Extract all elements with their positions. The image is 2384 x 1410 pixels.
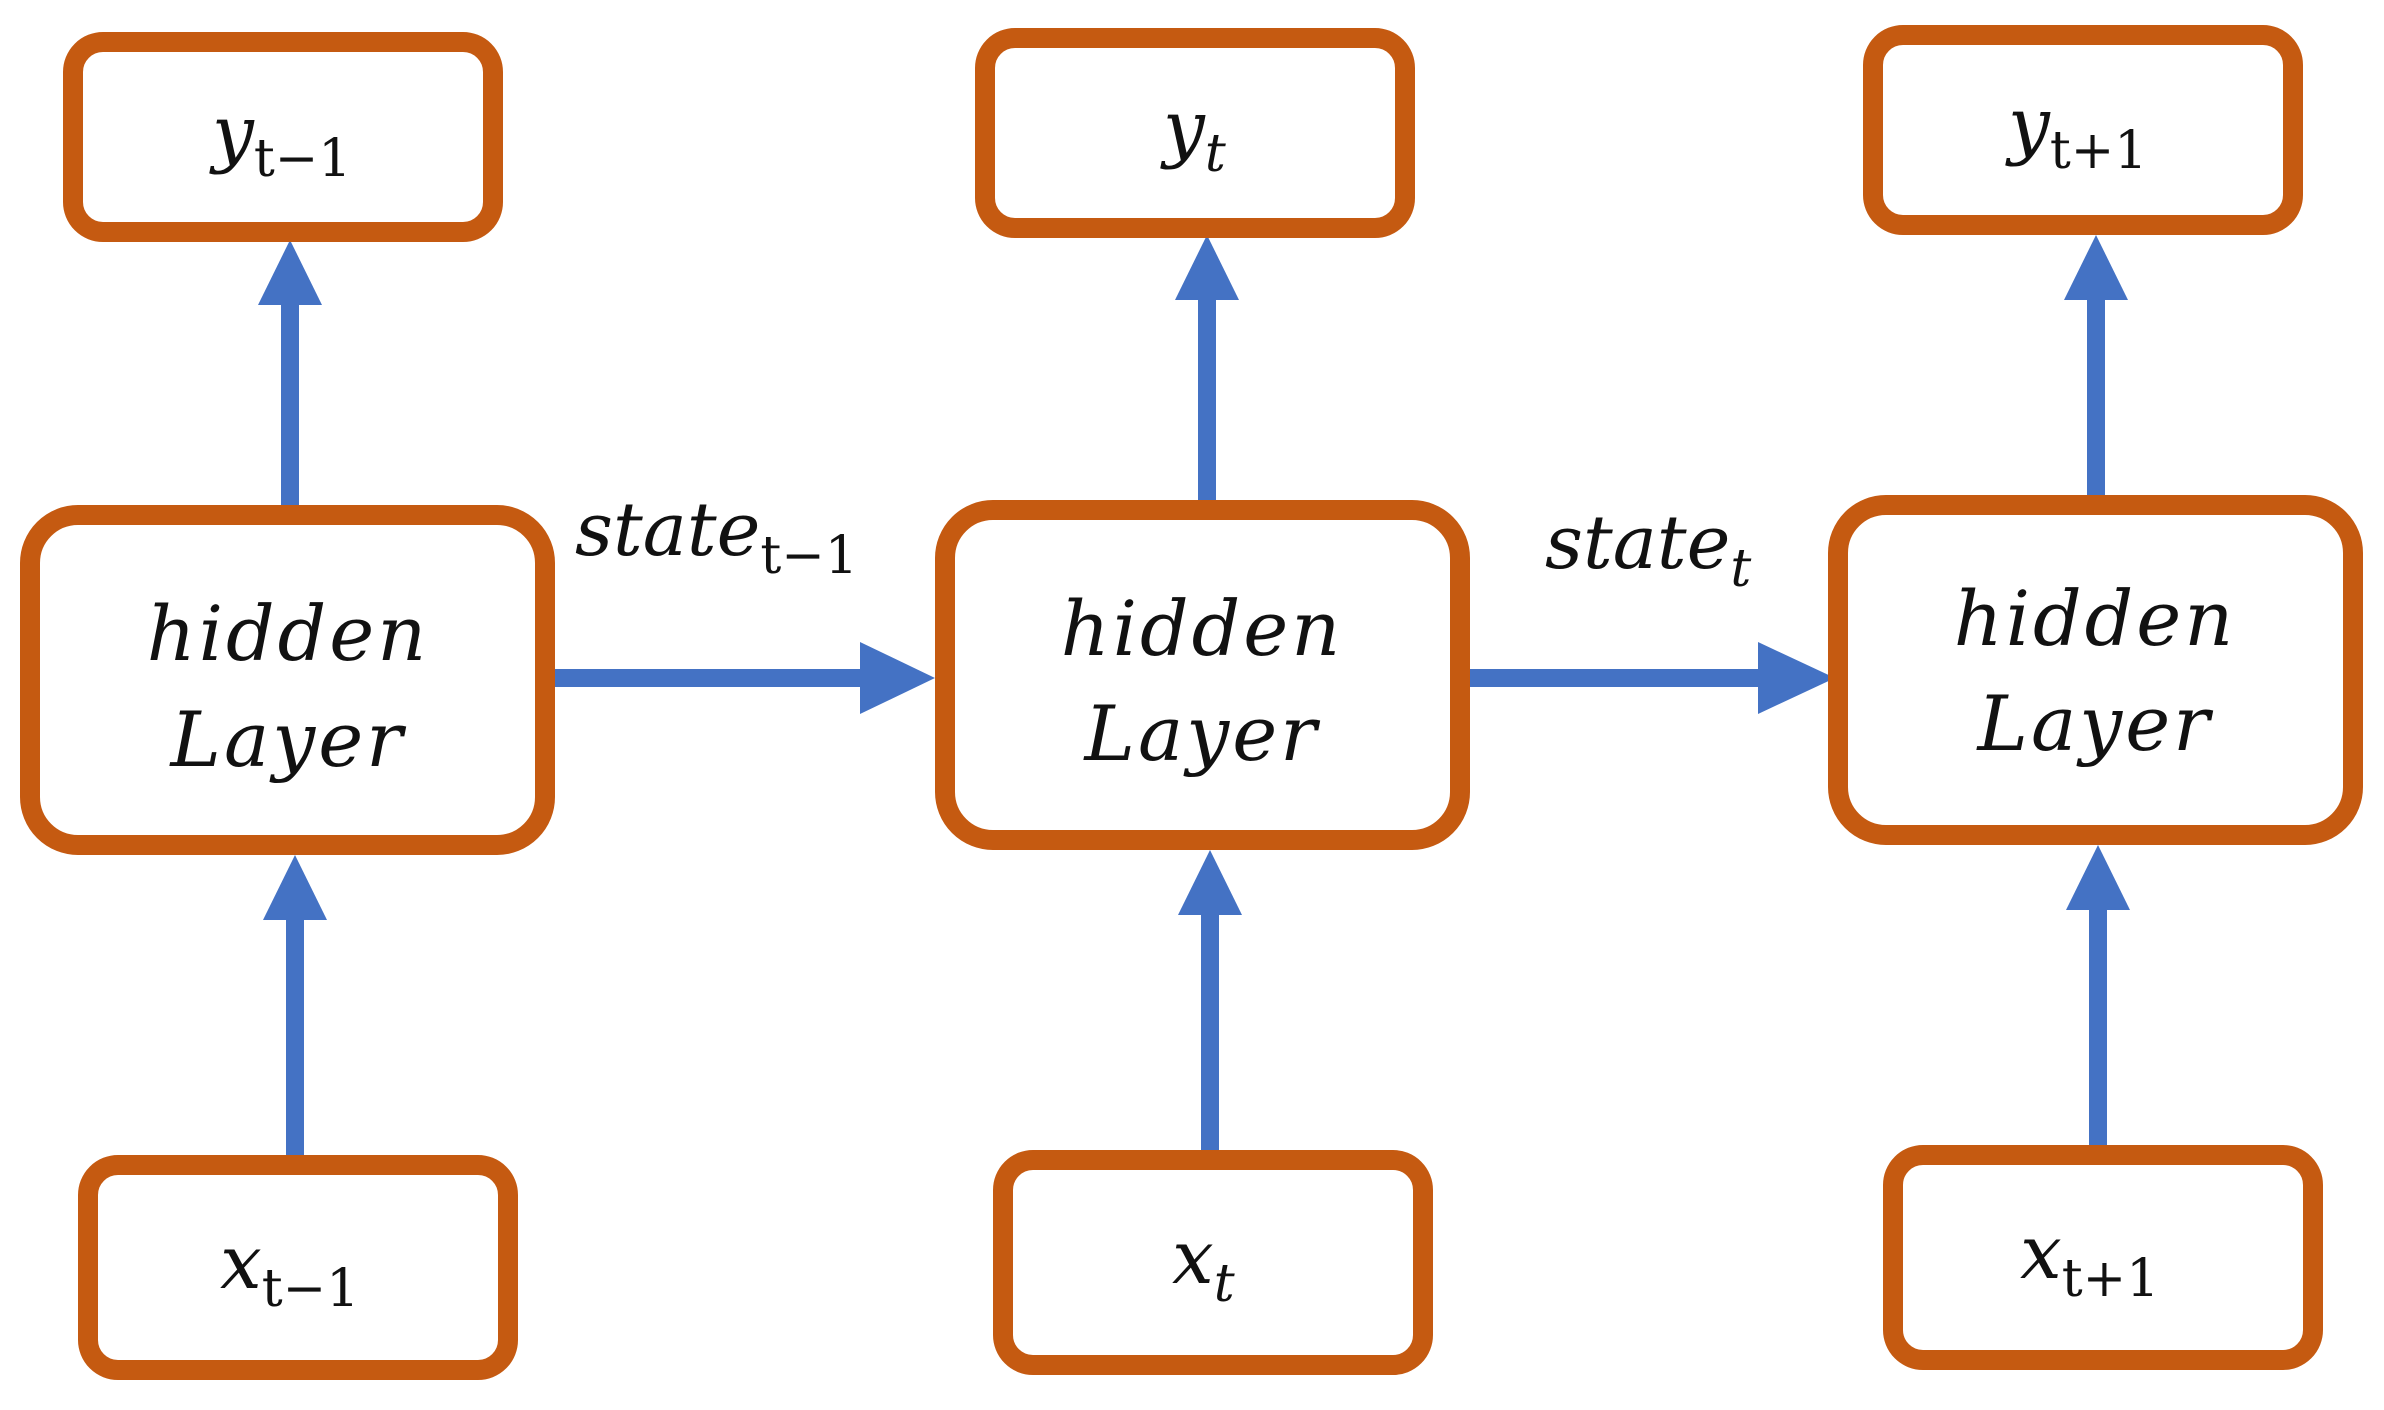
arrow-state-0-to-1 <box>548 642 935 714</box>
output-label-0: yt−1 <box>209 90 351 189</box>
state-label-0: statet−1 <box>575 487 858 586</box>
hidden-node-2: hidden Layer <box>1828 495 2363 845</box>
input-label-2: xt+1 <box>2020 1210 2159 1309</box>
output-label-1: yt <box>1160 85 1226 184</box>
hidden-label-line1-0: hidden <box>147 589 429 678</box>
arrow-input-to-hidden-0 <box>263 855 327 1160</box>
state-label-1: statet <box>1545 500 1751 599</box>
arrow-hidden-to-output-0 <box>258 240 322 510</box>
output-node-0: yt−1 <box>63 32 503 242</box>
hidden-node-0: hidden Layer <box>20 505 555 855</box>
output-node-2: yt+1 <box>1863 25 2303 235</box>
hidden-label-line1-1: hidden <box>1061 584 1343 673</box>
arrow-input-to-hidden-1 <box>1178 850 1242 1155</box>
hidden-label-line2-1: Layer <box>1082 689 1321 778</box>
arrow-hidden-to-output-2 <box>2064 235 2128 505</box>
input-node-1: xt <box>993 1150 1433 1375</box>
output-node-1: yt <box>975 28 1415 238</box>
input-label-0: xt−1 <box>220 1220 359 1319</box>
output-label-2: yt+1 <box>2005 82 2147 181</box>
arrow-input-to-hidden-2 <box>2066 845 2130 1150</box>
input-node-0: xt−1 <box>78 1155 518 1380</box>
hidden-label-line1-2: hidden <box>1954 574 2236 663</box>
hidden-node-1: hidden Layer <box>935 500 1470 850</box>
hidden-label-line2-2: Layer <box>1975 679 2214 768</box>
input-node-2: xt+1 <box>1883 1145 2323 1370</box>
hidden-label-line2-0: Layer <box>168 695 407 784</box>
input-label-1: xt <box>1172 1215 1235 1314</box>
arrow-state-1-to-2 <box>1468 642 1835 714</box>
arrow-hidden-to-output-1 <box>1175 235 1239 505</box>
